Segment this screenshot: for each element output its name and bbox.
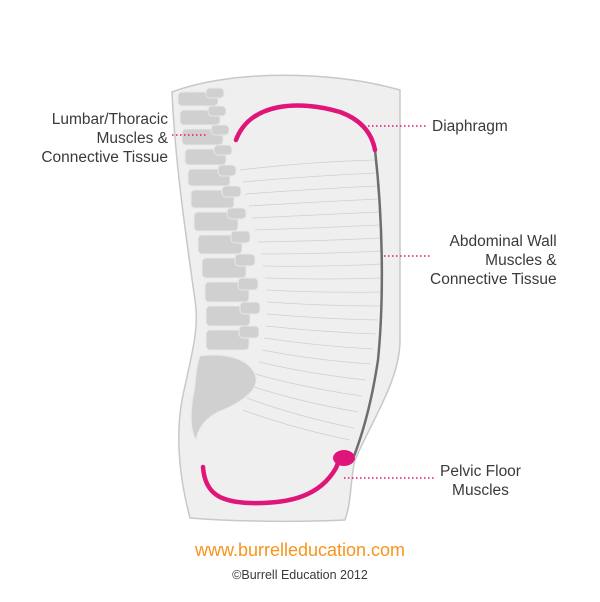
label-diaphragm: Diaphragm — [432, 117, 508, 136]
leader-lines — [172, 125, 434, 479]
label-abdominal-line-3: Connective Tissue — [430, 271, 557, 288]
label-pelvic-floor: Pelvic Floor Muscles — [440, 462, 521, 500]
copyright-text: ©Burrell Education 2012 — [232, 568, 368, 582]
label-lumbar-line-2: Muscles & — [96, 130, 169, 147]
label-abdominal-line-2: Muscles & — [485, 252, 557, 269]
abdominal-wall-line — [352, 149, 384, 457]
label-lumbar-line-1: Lumbar/Thoracic — [51, 111, 168, 128]
label-pelvic-line-1: Pelvic Floor — [440, 463, 521, 480]
label-lumbar-thoracic: Lumbar/Thoracic Muscles & Connective Tis… — [41, 110, 168, 167]
pelvic-floor-node — [333, 450, 355, 466]
label-diaphragm-line-1: Diaphragm — [432, 118, 508, 135]
label-abdominal-wall: Abdominal Wall Muscles & Connective Tiss… — [430, 232, 557, 289]
label-lumbar-line-3: Connective Tissue — [41, 149, 168, 166]
pelvic-floor-muscle — [200, 455, 343, 506]
abdominal-fibers — [239, 159, 383, 441]
website-link[interactable]: www.burrelleducation.com — [194, 540, 406, 560]
label-abdominal-line-1: Abdominal Wall — [449, 233, 557, 250]
label-pelvic-line-2: Muscles — [452, 482, 509, 499]
diaphragm-muscle — [233, 103, 378, 153]
spine — [177, 87, 261, 442]
